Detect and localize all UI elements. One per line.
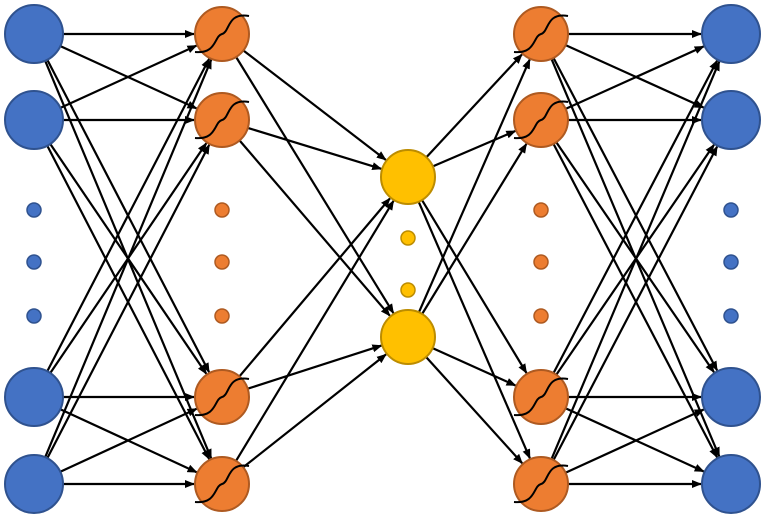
output-neuron-3 (701, 367, 761, 427)
input-neuron-3 (4, 367, 64, 427)
connection-latent-0-to-decoder-hidden-1 (432, 129, 517, 168)
connection-latent-0-to-decoder-hidden-0 (425, 53, 523, 158)
connection-input-3-to-encoder-hidden-1 (46, 144, 211, 459)
sigmoid-icon (194, 464, 250, 504)
connection-latent-1-to-decoder-hidden-3 (425, 356, 524, 464)
decoder-hidden-ellipsis-dot-3 (533, 308, 549, 324)
sigmoid-icon (194, 14, 250, 54)
latent-neuron-2 (380, 309, 436, 365)
connection-decoder-hidden-3-to-output-0 (550, 60, 721, 460)
sigmoid-icon (194, 377, 250, 417)
connection-encoder-hidden-3-to-latent-0 (235, 200, 395, 462)
connection-encoder-hidden-0-to-latent-1 (235, 56, 395, 314)
sigmoid-icon (513, 100, 569, 140)
input-ellipsis-dot-1 (26, 202, 42, 218)
output-neuron-2 (701, 90, 761, 150)
output-layer (701, 4, 761, 514)
output-ellipsis-dot-2 (723, 254, 739, 270)
output-ellipsis-dot-1 (723, 202, 739, 218)
encoder-hidden-ellipsis-dot-2 (214, 254, 230, 270)
input-ellipsis-dot-2 (26, 254, 42, 270)
connection-decoder-hidden-2-to-output-3 (565, 407, 705, 473)
connection-latent-1-to-decoder-hidden-0 (417, 58, 531, 313)
decoder-hidden-layer (513, 6, 569, 512)
connection-input-3-to-encoder-hidden-2 (59, 407, 198, 473)
output-neuron-4 (701, 454, 761, 514)
output-neuron-1 (701, 4, 761, 64)
connection-encoder-hidden-2-to-latent-0 (238, 197, 391, 378)
encoder-hidden-ellipsis-dot-3 (214, 308, 230, 324)
connection-encoder-hidden-1-to-latent-1 (238, 139, 391, 317)
connection-latent-1-to-decoder-hidden-2 (432, 347, 517, 387)
decoder-hidden-ellipsis-dot-1 (533, 202, 549, 218)
connection-decoder-hidden-0-to-output-1 (565, 44, 705, 109)
connection-input-3-to-encoder-hidden-0 (44, 58, 213, 458)
bottleneck-layer (380, 149, 436, 365)
connection-decoder-hidden-3-to-output-2 (565, 408, 705, 474)
neurons (4, 4, 761, 514)
input-layer (4, 4, 64, 514)
input-ellipsis-dot-3 (26, 308, 42, 324)
latent-neuron-1 (380, 149, 436, 205)
input-neuron-1 (4, 4, 64, 64)
sigmoid-icon (513, 377, 569, 417)
sigmoid-icon (194, 100, 250, 140)
connection-encoder-hidden-0-to-latent-0 (242, 49, 387, 161)
connections (44, 30, 721, 488)
connection-decoder-hidden-1-to-output-2 (555, 141, 715, 374)
connection-decoder-hidden-1-to-output-0 (565, 45, 705, 110)
connection-encoder-hidden-1-to-latent-0 (247, 126, 383, 170)
connection-decoder-hidden-1-to-output-3 (552, 143, 719, 459)
decoder-hidden-ellipsis-dot-2 (533, 254, 549, 270)
sigmoid-icon (513, 14, 569, 54)
connection-encoder-hidden-3-to-latent-1 (242, 353, 387, 469)
connection-latent-0-to-decoder-hidden-3 (417, 201, 531, 460)
connection-decoder-hidden-2-to-output-0 (552, 59, 719, 374)
latent-ellipsis-dot-1 (400, 230, 416, 246)
encoder-hidden-layer (194, 6, 250, 512)
encoder-hidden-ellipsis-dot-1 (214, 202, 230, 218)
connection-encoder-hidden-2-to-latent-1 (247, 344, 383, 390)
connection-decoder-hidden-0-to-output-2 (552, 57, 719, 372)
input-neuron-4 (4, 454, 64, 514)
sigmoid-icon (513, 464, 569, 504)
connection-input-2-to-encoder-hidden-0 (46, 58, 211, 372)
connection-input-1-to-encoder-hidden-0 (59, 44, 198, 109)
output-ellipsis-dot-3 (723, 308, 739, 324)
connection-decoder-hidden-3-to-output-1 (552, 145, 719, 461)
latent-ellipsis-dot-2 (400, 282, 416, 298)
connection-latent-0-to-decoder-hidden-2 (421, 199, 528, 374)
connection-latent-1-to-decoder-hidden-1 (421, 143, 528, 315)
input-neuron-2 (4, 90, 64, 150)
